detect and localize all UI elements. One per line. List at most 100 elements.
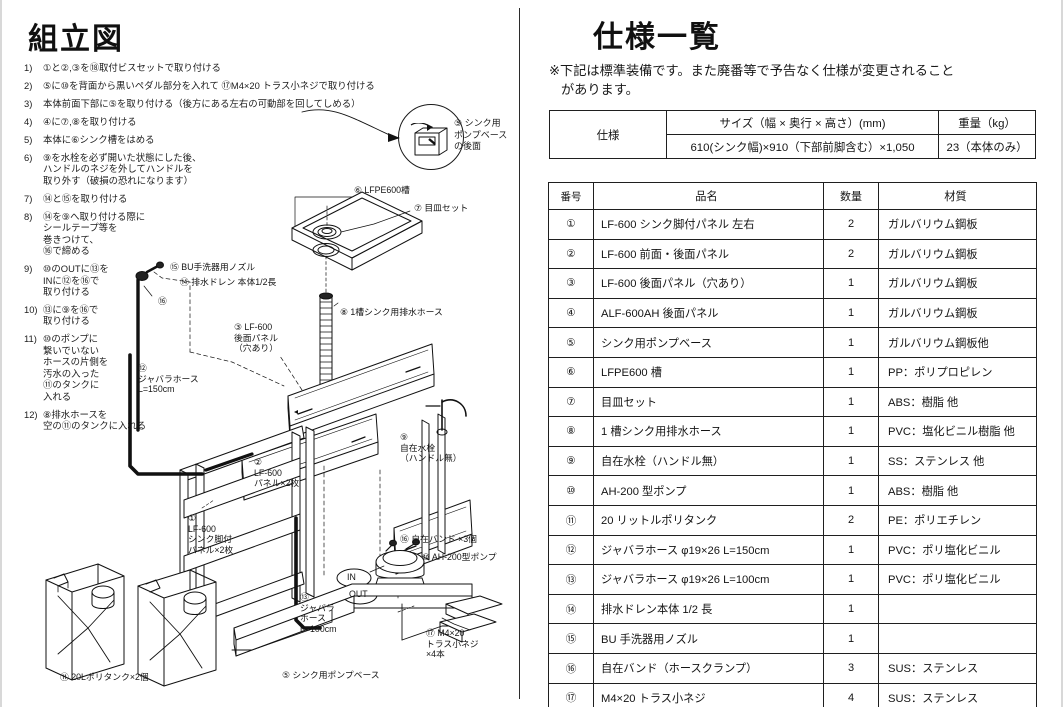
callout-rear-panel: ③ LF-600 後面パネル （穴あり） (234, 322, 278, 354)
part-number-cell: ⑪ (548, 504, 594, 536)
callout-pump-base: ⑤ シンク用ポンプベース (282, 670, 380, 680)
part-material-cell: ガルバリウム鋼板 (878, 209, 1037, 240)
spec-weight-header: 重量（kg） (938, 110, 1036, 135)
part-quantity-cell: 1 (823, 593, 879, 625)
spec-summary-table: 仕様 サイズ（幅 × 奥行 × 高さ）(mm) 重量（kg） 610(シンク幅)… (549, 110, 1036, 159)
part-number-cell: ⑭ (548, 593, 594, 625)
part-number-cell: ⑧ (548, 416, 594, 447)
step-item: 3) 本体前面下部に⑤を取り付ける（後方にある左右の可動部を回してしめる） (24, 98, 424, 109)
step-text: ⑤に⑩を背面から黒いペダル部分を入れて ⑰M4×20 トラス小ネジで取り付ける (43, 79, 375, 91)
step-number: 7) (24, 192, 33, 204)
callout-truss-screw: ⑰ M4×20 トラス小ネジ ×4本 (426, 628, 479, 660)
part-number-cell: ⑯ (548, 652, 594, 684)
part-quantity-cell: 1 (823, 564, 879, 595)
part-number-cell: ⑬ (548, 564, 594, 595)
step-item: 11) ⑩のポンプに 繋いでいない ホースの片側を 汚水の入った ⑪のタンクに … (24, 333, 424, 402)
part-quantity-cell: 1 (823, 475, 879, 506)
step-item: 5) 本体に⑥シンク槽をはめる (24, 134, 424, 145)
part-material-cell: PVC：塩化ビニル樹脂 他 (878, 416, 1037, 447)
part-material-cell: PE：ポリエチレン (878, 504, 1037, 536)
part-material-cell: SUS：ステンレス (878, 652, 1037, 684)
part-number-cell: ④ (548, 297, 594, 329)
callout-bu-nozzle: ⑮ BU手洗器用ノズル (170, 262, 256, 272)
detail-bubble-label: ⑤ シンク用 ポンプベース の後面 (454, 118, 508, 152)
step-number: 2) (24, 79, 33, 91)
part-name-cell: LF-600 前面・後面パネル (593, 238, 824, 270)
callout-pump-in: IN (347, 572, 356, 582)
part-name-cell: LF-600 シンク脚付パネル 左右 (593, 209, 824, 240)
part-quantity-cell: 1 (823, 386, 879, 418)
table-row: 610(シンク幅)×910（下部前脚含む）×1,050 23（本体のみ） (550, 134, 1036, 159)
assembly-diagram-panel: 組立図 1) ①と②,③を⑱取付ビスセットで取り付ける 2) ⑤に⑩を背面から黒… (2, 0, 519, 707)
assembly-steps-list: 1) ①と②,③を⑱取付ビスセットで取り付ける 2) ⑤に⑩を背面から黒いペダル… (24, 62, 424, 438)
part-number-cell: ③ (548, 268, 594, 299)
spec-size-header: サイズ（幅 × 奥行 × 高さ）(mm) (666, 110, 939, 135)
spec-label-cell: 仕様 (549, 110, 667, 159)
step-text: ⑭を⑨へ取り付ける際に シールテープ等を 巻きつけて、 ⑯で締める (43, 210, 146, 257)
part-material-cell: PP：ポリプロピレン (878, 356, 1037, 388)
spec-weight-value: 23（本体のみ） (938, 134, 1036, 159)
part-number-cell: ⑮ (548, 623, 594, 654)
header-partname: 品名 (593, 182, 824, 210)
part-quantity-cell: 2 (823, 209, 879, 240)
part-name-cell: ALF-600AH 後面パネル (593, 297, 824, 329)
table-row: 仕様 サイズ（幅 × 奥行 × 高さ）(mm) 重量（kg） (549, 110, 1036, 159)
part-name-cell: シンク用ポンプベース (593, 327, 824, 358)
spec-size-value: 610(シンク幅)×910（下部前脚含む）×1,050 (666, 134, 939, 159)
step-number: 3) (24, 97, 33, 109)
header-quantity: 数量 (823, 182, 879, 210)
part-material-cell: ABS：樹脂 他 (878, 386, 1037, 418)
part-quantity-cell: 1 (823, 297, 879, 329)
specification-panel: 仕様一覧 ※下記は標準装備です。また廃番等で予告なく仕様が変更されること があり… (521, 0, 1061, 707)
step-number: 1) (24, 62, 33, 73)
part-quantity-cell: 1 (823, 623, 879, 654)
part-quantity-cell: 3 (823, 652, 879, 684)
table-header-row: 番号 品名 数量 材質 (548, 182, 1037, 210)
part-name-cell: M4×20 トラス小ネジ (593, 682, 824, 707)
part-quantity-cell: 1 (823, 356, 879, 388)
part-material-cell: ガルバリウム鋼板他 (878, 327, 1037, 358)
part-name-cell: ジャバラホース φ19×26 L=100cm (593, 564, 824, 595)
step-item: 10) ⑬に⑨を⑯で 取り付ける (24, 304, 424, 327)
callout-drain-hose: ⑧ 1槽シンク用排水ホース (340, 307, 443, 317)
specification-title: 仕様一覧 (593, 21, 721, 54)
part-name-cell: 20 リットルポリタンク (593, 504, 824, 536)
step-item: 9) ⑩のOUTに⑬を INに⑫を⑯で 取り付ける (24, 263, 424, 297)
part-material-cell: SUS：ステンレス (878, 682, 1037, 707)
part-number-cell: ⑤ (548, 327, 594, 358)
part-quantity-cell: 1 (823, 416, 879, 447)
callout-panel-2: ② LF-600 パネル×2枚 (254, 457, 300, 489)
callout-faucet: ⑨ 自在水栓 （ハンドル無） (400, 432, 462, 464)
step-item: 2) ⑤に⑩を背面から黒いペダル部分を入れて ⑰M4×20 トラス小ネジで取り付… (24, 80, 424, 91)
step-text: ⑩のポンプに 繋いでいない ホースの片側を 汚水の入った ⑪のタンクに 入れる (43, 333, 109, 402)
callout-bellows-150: ⑫ ジャバラホース L=150cm (138, 363, 199, 395)
step-number: 12) (24, 408, 38, 420)
part-number-cell: ⑦ (548, 386, 594, 418)
callout-strainer-set: ⑦ 目皿セット (414, 203, 469, 213)
assembly-diagram-title: 組立図 (28, 23, 124, 56)
part-number-cell: ⑰ (548, 682, 594, 707)
part-name-cell: 自在バンド（ホースクランプ） (593, 652, 824, 684)
part-number-cell: ⑥ (548, 356, 594, 388)
callout-pump: ⑩ AH-200型ポンプ (422, 552, 497, 562)
part-name-cell: LFPE600 槽 (593, 356, 824, 388)
detail-zoom-bubble (398, 104, 464, 170)
step-number: 4) (24, 115, 33, 127)
callout-poly-tank: ⑪ 20Lポリタンク×2個 (60, 672, 149, 682)
step-text: 本体前面下部に⑤を取り付ける（後方にある左右の可動部を回してしめる） (43, 97, 361, 109)
part-number-cell: ② (548, 238, 594, 270)
step-number: 9) (24, 263, 33, 275)
part-name-cell: 排水ドレン本体 1/2 長 (593, 593, 824, 625)
